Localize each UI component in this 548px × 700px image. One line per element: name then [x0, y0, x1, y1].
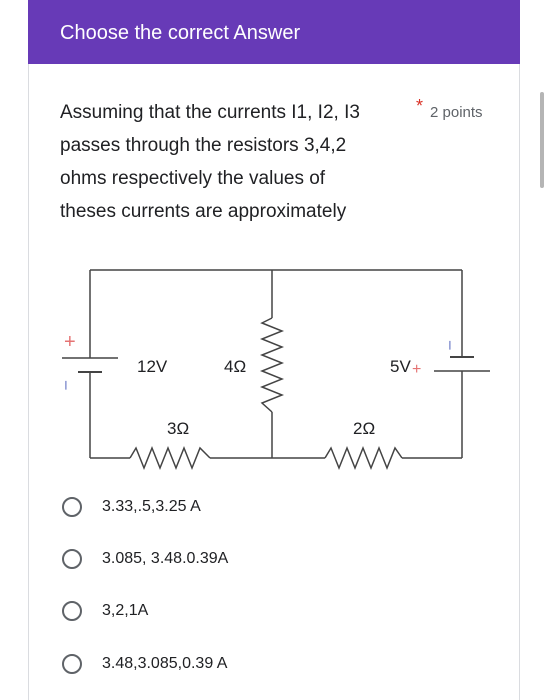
question-text: Assuming that the currents I1, I2, I3 pa…: [60, 96, 420, 228]
points-label: 2 points: [430, 104, 483, 121]
option-label: 3.48,3.085,0.39 A: [102, 655, 228, 672]
form-title: Choose the correct Answer: [60, 22, 301, 44]
resistor-2ohm: [324, 445, 403, 471]
resistor-4ohm: [259, 317, 285, 413]
minus-mark-left: −: [56, 380, 76, 391]
option-2[interactable]: 3.085, 3.48.0.39A: [62, 545, 228, 573]
label-3ohm: 3Ω: [167, 419, 189, 438]
battery-5v: [434, 356, 490, 372]
option-label: 3.33,.5,3.25 A: [102, 498, 201, 515]
plus-mark-right: +: [412, 361, 421, 378]
option-label: 3.085, 3.48.0.39A: [102, 550, 229, 567]
option-label: 3,2,1A: [102, 602, 149, 619]
radio-button[interactable]: [62, 601, 82, 621]
required-mark: *: [416, 96, 424, 116]
plus-mark-left: +: [64, 331, 76, 353]
question-line-4: theses currents are approximately: [60, 201, 347, 222]
form-header: [28, 0, 520, 64]
question-line-2: passes through the resistors 3,4,2: [60, 135, 347, 156]
option-4[interactable]: 3.48,3.085,0.39 A: [62, 650, 227, 678]
label-12v: 12V: [137, 357, 168, 376]
minus-mark-right: −: [440, 340, 460, 351]
label-2ohm: 2Ω: [353, 419, 375, 438]
radio-button[interactable]: [62, 549, 82, 569]
radio-button[interactable]: [62, 654, 82, 674]
scrollbar[interactable]: [540, 92, 544, 188]
option-3[interactable]: 3,2,1A: [62, 597, 148, 625]
option-1[interactable]: 3.33,.5,3.25 A: [62, 493, 201, 521]
label-4ohm: 4Ω: [224, 357, 246, 376]
label-5v: 5V: [390, 357, 411, 376]
question-line-3: ohms respectively the values of: [60, 168, 326, 189]
question-line-1: Assuming that the currents I1, I2, I3: [60, 102, 360, 123]
battery-12v: [62, 357, 118, 373]
resistor-3ohm: [129, 445, 211, 471]
radio-button[interactable]: [62, 497, 82, 517]
